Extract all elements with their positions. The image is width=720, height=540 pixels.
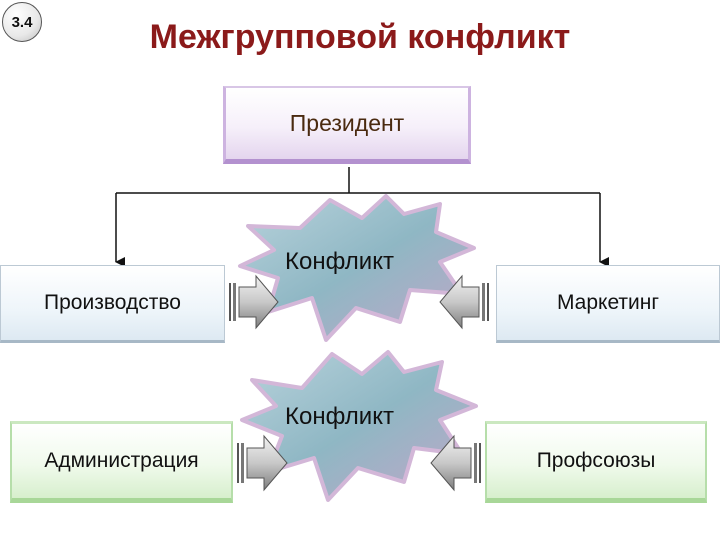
node-production-label: Производство — [44, 291, 181, 314]
node-president-label: Президент — [289, 110, 405, 136]
node-unions-label: Профсоюзы — [536, 449, 656, 472]
node-president: Президент — [223, 86, 471, 164]
conflict-label-top: Конфликт — [285, 248, 394, 275]
conflict-burst-top — [238, 194, 476, 342]
arrow-administration-to-center — [237, 434, 288, 492]
page-title: Межгрупповой конфликт — [149, 18, 571, 56]
node-unions: Профсоюзы — [485, 421, 707, 503]
node-administration: Администрация — [10, 421, 233, 503]
conflict-label-bottom: Конфликт — [285, 403, 394, 430]
arrow-production-to-center — [229, 274, 279, 330]
node-administration-label: Администрация — [44, 449, 199, 472]
node-marketing: Маркетинг — [496, 265, 720, 343]
connector-lines — [115, 167, 609, 267]
node-production: Производство — [0, 265, 225, 343]
conflict-burst-bottom — [240, 350, 478, 502]
node-marketing-label: Маркетинг — [556, 291, 660, 314]
arrow-unions-to-center — [430, 434, 481, 492]
slide-number-badge: 3.4 — [2, 2, 42, 42]
arrow-marketing-to-center — [439, 274, 489, 330]
